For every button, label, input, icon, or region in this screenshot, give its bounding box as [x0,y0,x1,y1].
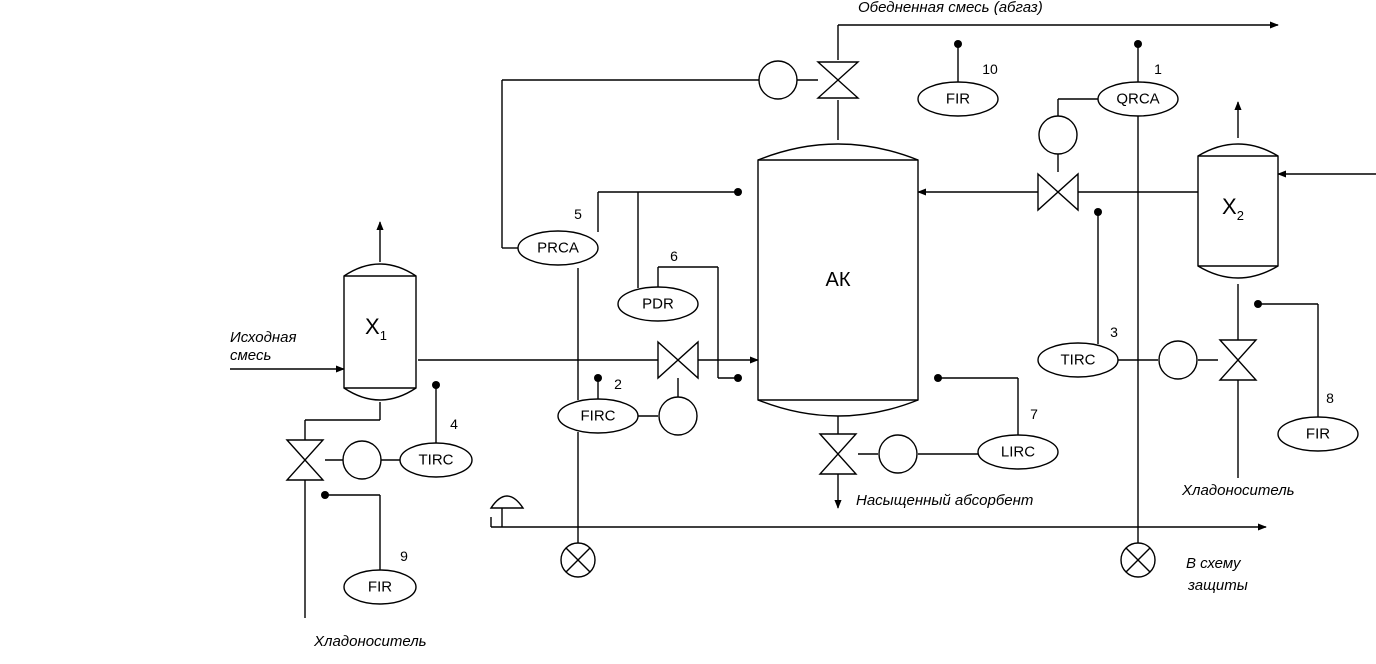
instrument-tirc-3: TIRC 3 [1037,324,1119,378]
x2-vessel: X2 [1197,143,1279,279]
instrument-fir-10: FIR 10 [917,61,999,117]
svg-text:10: 10 [982,61,998,77]
valve-offgas [816,61,860,99]
svg-text:LIRC: LIRC [1001,444,1035,461]
absorber-label: АК [826,269,851,291]
x2-label: X2 [1222,194,1244,223]
svg-text:FIR: FIR [946,91,970,108]
instrument-tirc-4: TIRC 4 [399,416,473,478]
svg-text:8: 8 [1326,390,1334,406]
x1-label: X1 [365,314,387,343]
valve-saturated [818,433,858,475]
svg-text:9: 9 [400,548,408,564]
feed-label-line2: смесь [230,347,271,364]
instrument-fir-8: FIR 8 [1277,390,1359,452]
signal-lamp-2 [1120,542,1156,578]
stream-labels: Обедненная смесь (абгаз) Исходная смесь … [230,0,1295,650]
svg-text:FIR: FIR [368,579,392,596]
svg-text:PDR: PDR [642,296,674,313]
valve-feed [657,340,699,380]
actuator-x1 [342,440,382,480]
actuators [342,60,1198,480]
instrument-lirc: LIRC 7 [977,406,1059,470]
actuator-absorbent [1038,115,1078,155]
instrument-pdr: PDR 6 [617,248,699,322]
protection-label-line2: защиты [1187,577,1248,594]
svg-text:TIRC: TIRC [1061,352,1096,369]
svg-text:QRCA: QRCA [1116,91,1159,108]
instrument-fir-9: FIR 9 [343,548,417,605]
svg-text:FIR: FIR [1306,426,1330,443]
actuator-saturated [878,434,918,474]
svg-text:5: 5 [574,206,582,222]
valve-x1-coolant [285,439,325,481]
coolant-right-label: Хладоноситель [1181,482,1295,499]
protection-label-line1: В схему [1186,555,1242,572]
offgas-label: Обедненная смесь (абгаз) [858,0,1043,16]
svg-text:TIRC: TIRC [419,452,454,469]
actuator-offgas [758,60,798,100]
svg-text:2: 2 [614,376,622,392]
svg-text:7: 7 [1030,406,1038,422]
valve-absorbent [1037,172,1079,212]
alarm-horn-icon [489,495,525,528]
actuator-x2 [1158,340,1198,380]
coolant-bottom-label: Хладоноситель [313,633,427,650]
pipelines [230,21,1376,618]
x1-vessel: X1 [343,263,417,401]
actuator-feed [658,396,698,436]
svg-text:1: 1 [1154,61,1162,77]
svg-text:FIRC: FIRC [581,408,616,425]
feed-label-line1: Исходная [230,329,296,346]
svg-text:6: 6 [670,248,678,264]
valve-x2-coolant [1218,339,1258,381]
absorber-vessel: АК [757,143,919,417]
tap-points [321,40,1262,499]
saturated-label: Насыщенный абсорбент [856,492,1033,509]
instrument-firc: FIRC 2 [557,376,639,434]
instrument-prca: PRCA 5 [517,206,599,266]
svg-text:4: 4 [450,416,458,432]
signal-lamp-1 [560,542,596,578]
instrument-qrca: QRCA 1 [1097,61,1179,117]
svg-text:3: 3 [1110,324,1118,340]
svg-text:PRCA: PRCA [537,240,579,257]
